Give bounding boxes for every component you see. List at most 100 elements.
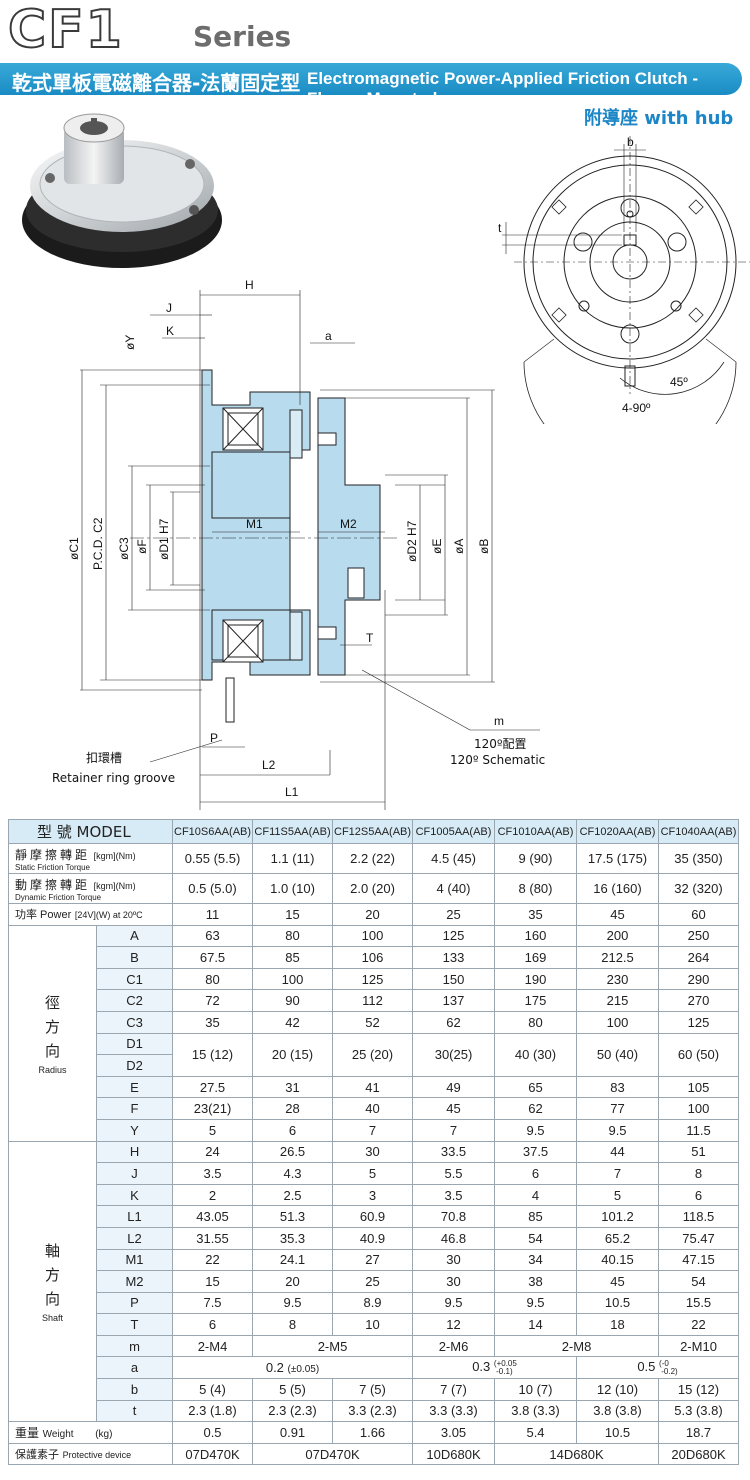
table-row-Y: Y 5 6 7 7 9.5 9.5 11.5	[9, 1118, 740, 1142]
a-tol-2-up: +0.05	[496, 1359, 517, 1369]
table-cell: 125	[332, 967, 414, 991]
table-cell: 22	[172, 1248, 254, 1272]
table-cell: 11.5	[658, 1118, 740, 1142]
table-cell: 31	[252, 1075, 334, 1099]
table-cell: 8 (80)	[494, 873, 578, 904]
table-cell: 31.55	[172, 1226, 254, 1250]
table-cell: 250	[658, 924, 740, 948]
table-cell: 3.05	[412, 1421, 496, 1444]
table-cell: 2.0 (20)	[332, 873, 414, 904]
table-cell: 51.3	[252, 1205, 334, 1228]
table-cell: 80	[252, 924, 334, 948]
table-cell: 35.3	[252, 1226, 334, 1250]
label-F: øF	[135, 539, 149, 554]
table-cell: 2-M4	[172, 1334, 254, 1358]
table-cell: 6	[172, 1313, 254, 1336]
table-cell: 38	[494, 1270, 578, 1293]
row-key: P	[95, 1291, 174, 1315]
groove-en: Retainer ring groove	[52, 771, 175, 785]
spec-table: 型 號 MODEL CF10S6AA(AB) CF11S5AA(AB) CF12…	[7, 819, 740, 1466]
table-cell: 33.5	[412, 1140, 496, 1164]
row-key: L1	[95, 1205, 174, 1228]
table-cell: 25	[412, 903, 496, 926]
front-view-drawing: b t 45º 4-90º	[498, 135, 750, 424]
protect-label: 保護素子 Protective device	[7, 1442, 174, 1466]
table-cell: 18.7	[658, 1421, 740, 1444]
table-cell: 44	[576, 1140, 660, 1164]
label-Y: øY	[123, 335, 137, 350]
table-cell: 70.8	[412, 1205, 496, 1228]
table-cell: 60.9	[332, 1205, 414, 1228]
schematic-en: 120º Schematic	[450, 753, 545, 767]
table-cell: 65	[494, 1075, 578, 1099]
row-key: m	[95, 1334, 174, 1358]
table-cell: 290	[658, 967, 740, 991]
table-cell: 60	[658, 903, 740, 926]
weight-unit: (kg)	[95, 1429, 113, 1441]
table-cell: 24.1	[252, 1248, 334, 1272]
table-cell: 62	[412, 1010, 496, 1034]
hub-label-cn: 附導座	[584, 108, 638, 129]
label-J: J	[166, 301, 172, 315]
table-cell: 169	[494, 946, 578, 969]
label-angle-45: 45º	[670, 375, 688, 389]
groove-cn: 扣環槽	[86, 751, 122, 765]
table-cell: 7 (5)	[332, 1378, 414, 1401]
table-cell: 45	[576, 1270, 660, 1293]
table-row-t: t 2.3 (1.8) 2.3 (2.3) 3.3 (2.3) 3.3 (3.3…	[9, 1399, 740, 1423]
table-cell: 2.2 (22)	[332, 843, 414, 874]
table-cell: 22	[658, 1313, 740, 1336]
table-cell: 35 (350)	[658, 843, 740, 874]
row-key: D1	[95, 1032, 174, 1056]
table-cell: 20 (15)	[252, 1032, 334, 1077]
table-cell: 80	[172, 967, 254, 991]
table-cell: 45	[576, 903, 660, 926]
label-C1: øC1	[67, 537, 81, 560]
static-torque-en: Static Friction Torque	[15, 862, 90, 872]
table-cell: 77	[576, 1097, 660, 1120]
dynamic-torque-label: 動摩擦轉距 [kgm](Nm) Dynamic Friction Torque	[7, 873, 174, 904]
table-cell: 270	[658, 989, 740, 1012]
table-row-C2: C2 72 90 112 137 175 215 270	[9, 989, 740, 1012]
a-tol-3: (-0 -0.2)	[659, 1359, 678, 1377]
table-cell: 4 (40)	[412, 873, 496, 904]
table-row-B: B 67.5 85 106 133 169 212.5 264	[9, 946, 740, 969]
table-cell: 2-M8	[494, 1334, 660, 1358]
table-cell: 190	[494, 967, 578, 991]
label-B: øB	[477, 539, 491, 554]
label-M1: M1	[246, 517, 263, 531]
table-cell: 62	[494, 1097, 578, 1120]
row-key: b	[95, 1378, 174, 1401]
table-cell: 1.66	[332, 1421, 414, 1444]
label-H: H	[245, 278, 254, 292]
table-cell: 45	[412, 1097, 496, 1120]
table-cell: 0.5 (-0 -0.2)	[576, 1356, 740, 1380]
label-D2: øD2 H7	[405, 520, 419, 562]
table-cell: 12	[412, 1313, 496, 1336]
table-cell: 40.9	[332, 1226, 414, 1250]
table-cell: 3.3 (2.3)	[332, 1399, 414, 1423]
table-cell: 25 (20)	[332, 1032, 414, 1077]
radius-cn-1: 徑	[44, 994, 60, 1013]
shaft-cn-2: 方	[44, 1266, 60, 1285]
table-cell: 8.9	[332, 1291, 414, 1315]
dynamic-torque-cn: 動摩擦轉距	[15, 877, 91, 892]
table-cell: 34	[494, 1248, 578, 1272]
table-cell: 137	[412, 989, 496, 1012]
table-cell: 106	[332, 946, 414, 969]
static-torque-cn: 靜摩擦轉距	[15, 847, 91, 862]
table-cell: 50 (40)	[576, 1032, 660, 1077]
table-row-A: 徑 方 向 Radius A 63 80 100 125 160 200 250	[8, 924, 740, 1142]
table-cell: 0.5 (5.0)	[172, 873, 254, 904]
hub-label: 附導座 with hub	[584, 104, 733, 130]
table-cell: 40	[332, 1097, 414, 1120]
title-chinese: 乾式單板電磁離合器-法蘭固定型	[12, 71, 301, 95]
table-cell: 2.3 (2.3)	[252, 1399, 334, 1423]
table-row-weight: 重量 Weight (kg) 0.5 0.91 1.66 3.05 5.4 10…	[7, 1421, 740, 1444]
table-cell: 15 (12)	[172, 1032, 254, 1077]
table-cell: 11	[172, 903, 254, 926]
table-cell: 60 (50)	[658, 1032, 740, 1077]
table-cell: 133	[412, 946, 496, 969]
label-C3: øC3	[117, 537, 131, 560]
table-cell: 2-M10	[658, 1334, 740, 1358]
